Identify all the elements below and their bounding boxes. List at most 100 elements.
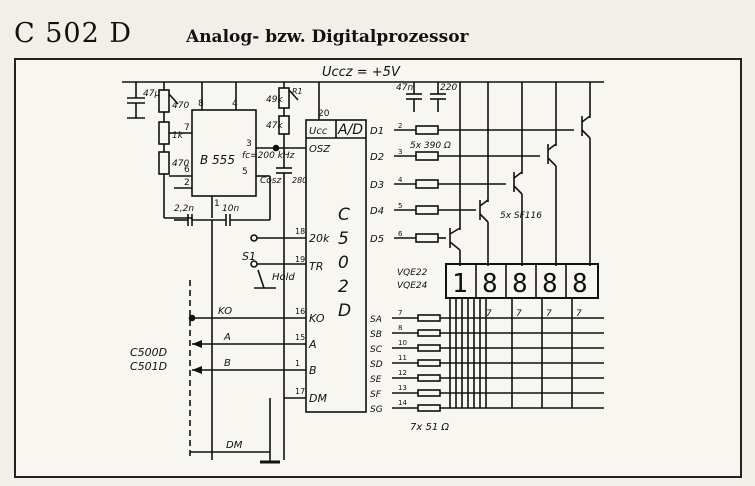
segment-output-label: SD xyxy=(370,360,383,370)
seven-segment-display: VQE22 VQE24 1 8 8 8 8 7 7 7 7 xyxy=(397,263,599,408)
transistor-label: 5x SF116 xyxy=(500,211,542,221)
pin-osz: OSZ xyxy=(309,144,331,155)
supply-caps: 47n 220 xyxy=(396,82,457,112)
r-49k-label: 49k xyxy=(266,95,283,105)
cap-47u-label: 47µ xyxy=(143,89,160,99)
segment-output-label: SA xyxy=(370,315,382,325)
cap-220-label: 220 xyxy=(440,83,457,93)
timer-pin-3: 3 xyxy=(246,139,252,149)
chip-name-char-5: D xyxy=(338,301,351,321)
pin-20k: 20k xyxy=(309,232,330,245)
pin-number-tr: 19 xyxy=(295,255,305,264)
timer-name: B 555 xyxy=(200,153,235,167)
cap-10n-label: 10n xyxy=(222,204,239,214)
segment-bus-tick: 7 xyxy=(486,309,492,319)
digit-output-label: D3 xyxy=(370,180,384,191)
segment-pin-number: 8 xyxy=(398,324,402,332)
oscillator-section: 49k R1 47k fc=200 kHz Cosz 280 xyxy=(242,82,307,460)
segment-pin-number: 14 xyxy=(398,399,407,407)
display-type-2: VQE24 xyxy=(397,281,428,291)
timer-pin-5: 5 xyxy=(242,167,248,177)
left-wiring: S1 Hold KO A B C500D C501D DM xyxy=(130,234,306,464)
segment-output-label: SC xyxy=(370,345,383,355)
segment-pin-number: 7 xyxy=(398,309,402,317)
segment-bus-tick: 7 xyxy=(516,309,522,319)
ext-chip-2: C501D xyxy=(130,360,167,373)
segment-pin-number: 11 xyxy=(398,354,407,362)
pin-tr: TR xyxy=(309,260,323,273)
pin-number-dm: 17 xyxy=(295,387,305,396)
digit-pin-number: 6 xyxy=(398,230,403,238)
timer-pin-7: 7 xyxy=(184,123,190,133)
segment-output-label: SF xyxy=(370,390,382,400)
digit-outputs: D1 D2 D3 D4 D5 2 3 4 5 6 5x 390 Ω xyxy=(370,122,574,245)
main-pin-top: 20 xyxy=(318,109,330,119)
cap-47n-label: 47n xyxy=(396,83,413,93)
ext-a-label: A xyxy=(223,332,231,343)
main-chip-top-label: A/D xyxy=(337,122,363,138)
timer-pin-8: 8 xyxy=(198,99,204,109)
digit-pin-number: 5 xyxy=(398,202,402,210)
digit-transistors: 5x SF116 xyxy=(449,82,591,266)
switch-name: S1 xyxy=(242,250,256,263)
pin-dm: DM xyxy=(309,392,327,405)
osc-frequency-label: fc=200 kHz xyxy=(242,151,295,161)
segment-pin-number: 10 xyxy=(398,339,407,347)
segment-output-label: SB xyxy=(370,330,382,340)
chip-name-char-4: 2 xyxy=(338,277,349,297)
page-title: Analog- bzw. Digitalprozessor xyxy=(186,27,469,47)
segment-outputs: SA SB SC SD SE SF SG 7 8 10 11 12 13 14 xyxy=(370,309,604,433)
cap-22n-label: 2,2n xyxy=(174,204,194,214)
pin-number-b: 1 xyxy=(295,359,300,368)
r-470-bottom-label: 470 xyxy=(172,159,189,169)
segment-pin-number: 12 xyxy=(398,369,407,377)
segment-resistor-label: 7x 51 Ω xyxy=(410,422,449,433)
supply-label: Uccz = +5V xyxy=(322,65,401,80)
display-digit-5: 8 xyxy=(572,269,588,299)
timer-section: 47µ 470 1k 470 B 555 8 4 7 6 xyxy=(127,82,276,460)
digit-pin-number: 4 xyxy=(398,176,403,184)
digit-pin-number: 3 xyxy=(398,148,402,156)
osc-cap-label: Cosz xyxy=(260,176,281,186)
pin-b: B xyxy=(309,364,317,377)
pin-number-ko: 16 xyxy=(295,307,305,316)
display-digit-4: 8 xyxy=(542,269,558,299)
ext-chip-1: C500D xyxy=(130,346,167,359)
display-digit-2: 8 xyxy=(482,269,498,299)
segment-pin-number: 13 xyxy=(398,384,407,392)
pin-number-a: 15 xyxy=(295,333,305,342)
page-code: C 502 D xyxy=(14,18,133,49)
segment-bus-tick: 7 xyxy=(576,309,582,319)
diagram-frame xyxy=(14,58,742,478)
segment-output-label: SG xyxy=(370,405,383,415)
supply-rail: Uccz = +5V xyxy=(122,65,604,83)
pin-ko: KO xyxy=(309,312,325,325)
circuit-diagram: Uccz = +5V 47µ 470 1k 470 xyxy=(122,65,604,464)
ext-ko-label: KO xyxy=(218,306,232,317)
r-1k-label: 1k xyxy=(172,131,184,141)
pin-number-20k: 18 xyxy=(295,227,305,236)
display-digit-1: 1 xyxy=(452,269,468,299)
digit-output-label: D1 xyxy=(370,126,384,137)
r-47k-label: 47k xyxy=(266,121,283,131)
timer-pin-2: 2 xyxy=(184,178,190,188)
timer-pin-4: 4 xyxy=(232,99,238,109)
digit-output-label: D4 xyxy=(370,206,384,217)
osc-cap-value: 280 xyxy=(292,176,307,185)
display-digit-3: 8 xyxy=(512,269,528,299)
switch-label: Hold xyxy=(272,272,295,283)
ext-dm-label: DM xyxy=(226,440,243,451)
segment-bus-tick: 7 xyxy=(546,309,552,319)
digit-pin-number: 2 xyxy=(398,122,402,130)
chip-name-char-3: 0 xyxy=(338,253,349,273)
digit-output-label: D5 xyxy=(370,234,384,245)
digit-output-label: D2 xyxy=(370,152,384,163)
timer-pin-6: 6 xyxy=(184,165,190,175)
ext-b-label: B xyxy=(224,358,231,369)
display-type-1: VQE22 xyxy=(397,268,428,278)
timer-pin-1: 1 xyxy=(214,199,220,209)
r-r1-label: R1 xyxy=(292,87,303,96)
pin-a: A xyxy=(308,338,317,351)
pin-ucc: Ucc xyxy=(309,126,328,137)
